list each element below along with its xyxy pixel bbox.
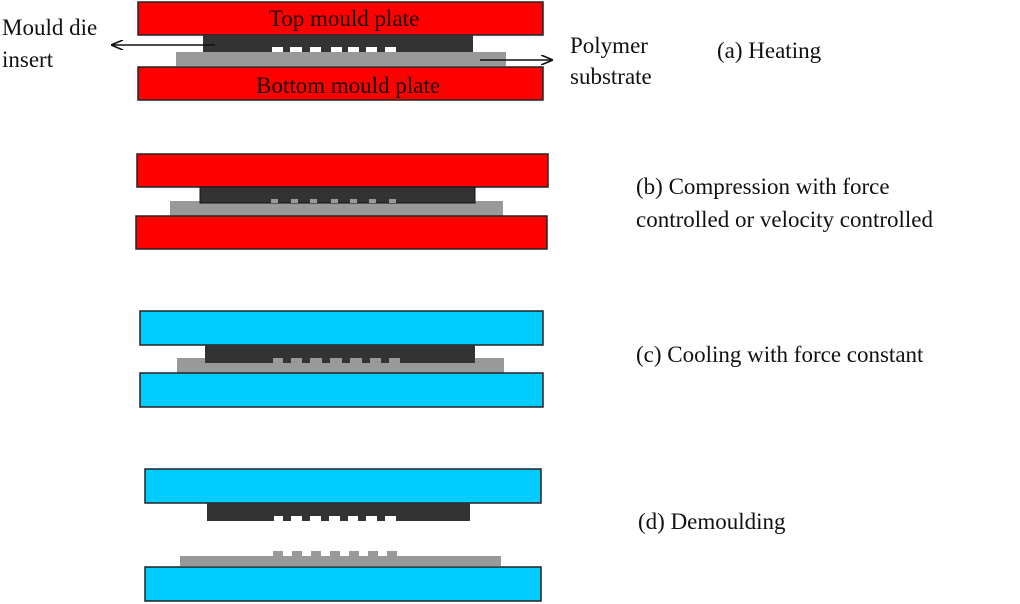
top-mould-plate — [144, 468, 542, 504]
die-teeth — [283, 516, 385, 521]
stage-a-heating: Top mould plate Bottom mould plate — [112, 1, 552, 101]
polymer-substrate — [176, 52, 506, 66]
substrate-annotation-line2: substrate — [570, 64, 652, 89]
polymer-substrate — [170, 201, 503, 216]
stage-b-compression — [135, 153, 549, 250]
top-mould-plate — [136, 153, 549, 188]
die-cavities — [272, 47, 396, 52]
stage-d-demoulding — [144, 468, 542, 602]
die-teeth — [283, 358, 389, 363]
top-mould-plate-label: Top mould plate — [269, 6, 419, 31]
mould-die-insert-lower-left — [205, 358, 273, 363]
bottom-mould-plate — [139, 372, 544, 408]
mould-die-insert-lower-right — [400, 358, 475, 363]
stage-c-cooling — [139, 310, 544, 408]
die-insert-annotation-line2: insert — [2, 47, 54, 72]
bottom-mould-plate — [137, 66, 544, 101]
stage-d-label: (d) Demoulding — [638, 509, 786, 534]
mould-die-insert-lower-left — [207, 516, 274, 521]
bottom-mould-plate — [135, 215, 548, 250]
filled-cavities — [271, 199, 396, 203]
top-mould-plate — [137, 1, 544, 36]
stage-a-label: (a) Heating — [717, 38, 822, 63]
mould-die-insert — [207, 503, 470, 516]
die-insert-annotation-line1: Mould die — [2, 15, 98, 40]
substrate-annotation-line1: Polymer — [570, 33, 648, 58]
mould-die-insert — [203, 35, 473, 52]
stage-c-label: (c) Cooling with force constant — [636, 342, 924, 367]
mould-die-insert-lower-right — [396, 516, 470, 521]
stage-b-label-line2: controlled or velocity controlled — [636, 207, 933, 232]
mould-die-insert — [205, 345, 475, 358]
embossed-features — [273, 551, 397, 556]
bottom-mould-plate — [144, 566, 542, 602]
stage-b-label-line1: (b) Compression with force — [636, 174, 890, 199]
polymer-substrate — [180, 556, 501, 566]
top-mould-plate — [139, 310, 544, 346]
bottom-mould-plate-label: Bottom mould plate — [256, 73, 440, 98]
